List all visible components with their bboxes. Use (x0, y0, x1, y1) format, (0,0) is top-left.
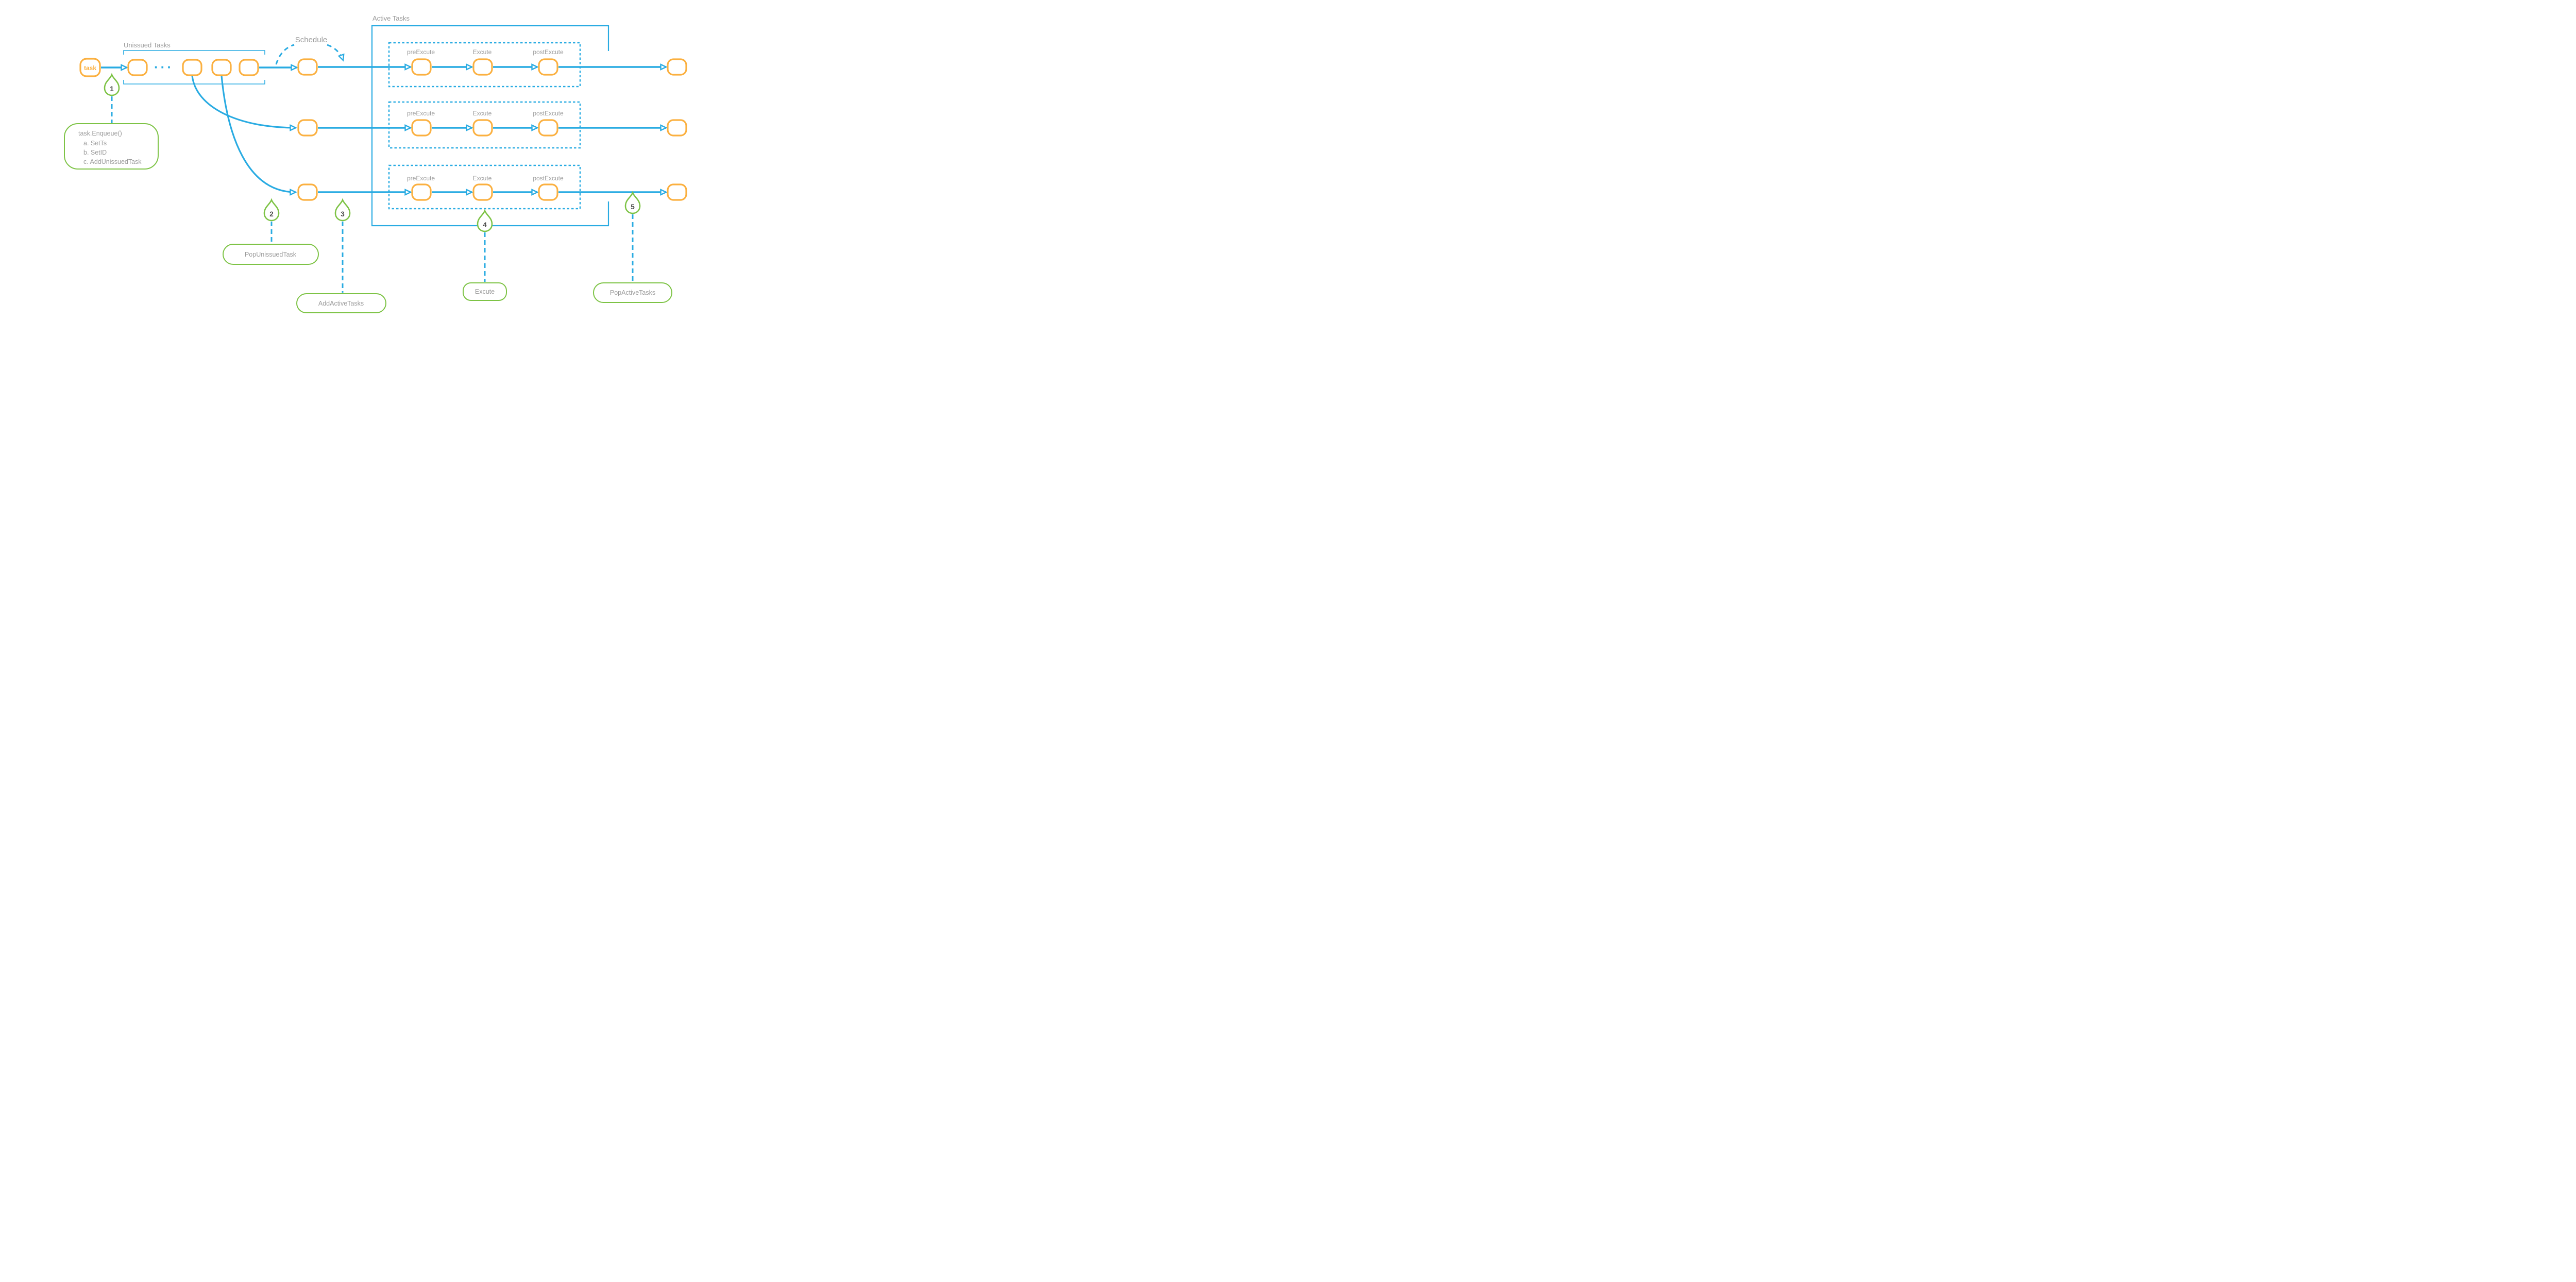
task-node: task (79, 58, 101, 77)
enqueue-note: task.Enqueue() a. SetTs b. SetID c. AddU… (64, 123, 159, 170)
unissued-task-node-4 (239, 59, 259, 76)
unissued-task-node-3 (211, 59, 232, 76)
enqueue-note-line-1: task.Enqueue() (78, 130, 122, 137)
marker3-teardrop (334, 198, 351, 222)
worker1-excute-node (472, 58, 493, 76)
worker1-pre-excute-node (411, 58, 432, 76)
post-excute-label-2: postExcute (533, 110, 564, 117)
unissued-task-node-2 (182, 59, 202, 76)
step-marker-1: 1 (104, 73, 120, 123)
schedule-arc-left (275, 44, 295, 65)
execution-stage-box-3 (388, 164, 581, 210)
step-marker-5: 5 (624, 191, 641, 282)
excute-label-3: Excute (473, 175, 492, 182)
worker2-pre-excute-node (411, 119, 432, 137)
active-tasks-label: Active Tasks (372, 14, 410, 22)
pop-unissued-task-note: PopUnissuedTask (223, 244, 319, 265)
active-tasks-bracket (371, 25, 609, 227)
pop-unissued-task-note-shape (223, 244, 319, 265)
diagram-svg: Unissued Tasks Schedule Active Tasks pre… (64, 14, 687, 313)
task-node-label: task (84, 64, 96, 72)
enqueue-note-line-3: b. SetID (83, 149, 107, 156)
excute-note-shape (463, 282, 507, 301)
worker3-pre-excute-node (411, 183, 432, 201)
step-marker-4: 4 (477, 209, 493, 282)
marker3-number: 3 (341, 210, 345, 218)
unissued-tasks-label: Unissued Tasks (124, 41, 171, 49)
pop-active-tasks-note: PopActiveTasks (593, 282, 672, 303)
unissued-task-node-1 (127, 59, 148, 76)
pop-active-tasks-note-shape (593, 282, 672, 303)
worker2-output-node (667, 119, 687, 137)
worker3-excute-node (472, 183, 493, 201)
marker4-number: 4 (483, 221, 487, 229)
worker2-post-excute-node (538, 119, 558, 137)
marker5-teardrop (624, 191, 641, 214)
worker1-input-node (297, 58, 318, 76)
execution-stage-box-2 (388, 101, 581, 149)
worker1-output-node (667, 58, 687, 76)
add-active-tasks-note-label: AddActiveTasks (318, 300, 364, 307)
marker4-teardrop (477, 209, 493, 232)
worker3-input-node (297, 183, 318, 201)
marker2-number: 2 (269, 210, 274, 218)
pop-unissued-task-note-label: PopUnissuedTask (245, 251, 297, 258)
worker3-output-node (667, 183, 687, 201)
ellipsis-dots: ··· (154, 59, 174, 75)
schedule-label: Schedule (295, 36, 328, 44)
pre-excute-label-1: preExcute (407, 48, 435, 56)
worker3-post-excute-node (538, 183, 558, 201)
worker2-input-node (297, 119, 318, 137)
task-scheduler-diagram: Unissued Tasks Schedule Active Tasks pre… (0, 0, 808, 332)
marker1-teardrop (104, 73, 120, 96)
add-active-tasks-note: AddActiveTasks (296, 293, 386, 313)
curve-queue-to-worker2 (191, 75, 296, 128)
execution-stage-box-1 (388, 42, 581, 88)
add-active-tasks-note-shape (296, 293, 386, 313)
enqueue-note-line-2: a. SetTs (83, 140, 107, 147)
schedule-arc-right (327, 44, 343, 60)
unissued-tasks-bracket-top (123, 50, 265, 55)
curve-queue-to-worker3 (221, 75, 296, 192)
pre-excute-label-2: preExcute (407, 110, 435, 117)
post-excute-label-3: postExcute (533, 175, 564, 182)
excute-label-2: Excute (473, 110, 492, 117)
step-marker-3: 3 (334, 198, 351, 293)
post-excute-label-1: postExcute (533, 48, 564, 56)
excute-label-1: Excute (473, 48, 492, 56)
task-node-shape (79, 58, 101, 77)
marker5-number: 5 (631, 203, 635, 211)
step-marker-2: 2 (263, 198, 280, 243)
worker2-excute-node (472, 119, 493, 137)
pop-active-tasks-note-label: PopActiveTasks (610, 289, 655, 296)
enqueue-note-line-4: c. AddUnissuedTask (83, 158, 142, 165)
enqueue-note-shape (64, 123, 159, 170)
excute-note-label: Excute (475, 288, 495, 295)
marker1-number: 1 (110, 85, 114, 93)
marker2-teardrop (263, 198, 280, 222)
excute-note: Excute (463, 282, 507, 301)
worker1-post-excute-node (538, 58, 558, 76)
pre-excute-label-3: preExcute (407, 175, 435, 182)
